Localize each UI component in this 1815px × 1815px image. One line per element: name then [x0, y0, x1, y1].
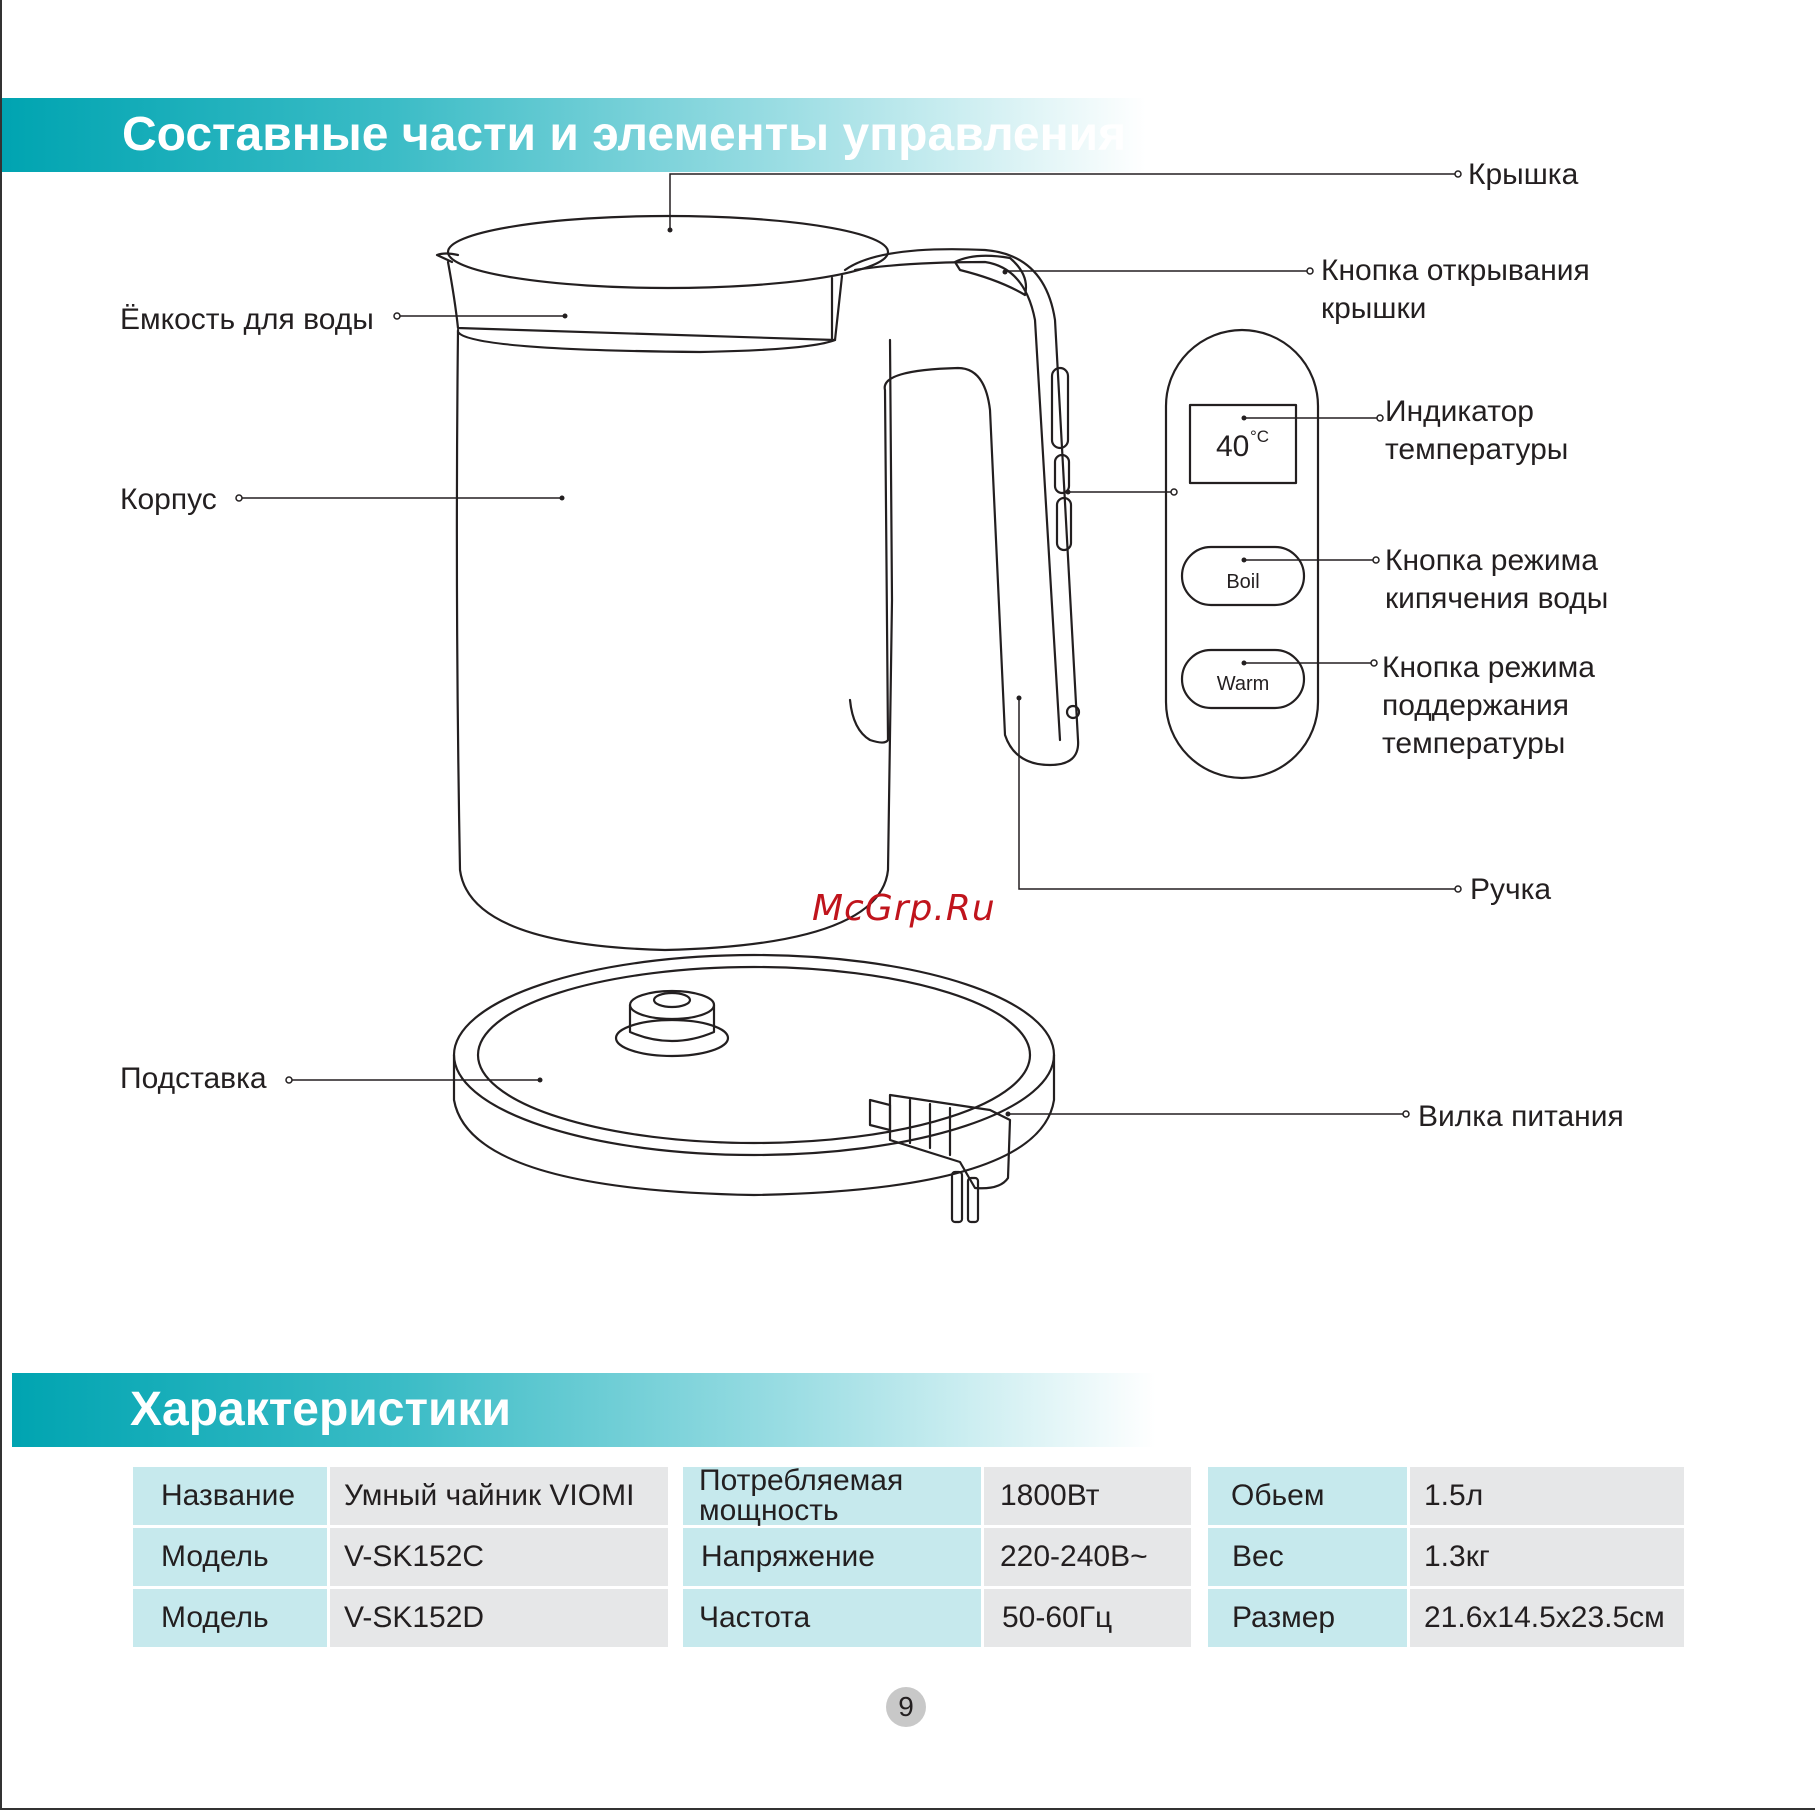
- label-handle: Ручка: [1470, 873, 1551, 906]
- label-warm-button-2: поддержания: [1382, 689, 1569, 722]
- spec-key: Обьем: [1208, 1467, 1407, 1525]
- base-connector: [628, 1003, 716, 1043]
- spec-row: Потребляемая мощность 1800Вт: [683, 1464, 1191, 1527]
- leader-lid: [669, 173, 1455, 230]
- label-lid-button-2: крышки: [1321, 292, 1426, 325]
- handle-screw: [1065, 704, 1081, 720]
- label-base: Подставка: [120, 1062, 267, 1095]
- spec-row: Название Умный чайник VIOMI: [133, 1467, 668, 1525]
- temperature-unit: °C: [1250, 427, 1269, 446]
- page-number: 9: [886, 1687, 926, 1727]
- label-lid-button-1: Кнопка открывания: [1321, 254, 1590, 287]
- label-warm-button-3: температуры: [1382, 727, 1565, 760]
- body-outline: [455, 328, 894, 952]
- spec-key: Потребляемая мощность: [683, 1464, 981, 1527]
- spec-row: Напряжение 220-240В~: [683, 1528, 1191, 1586]
- spec-row: Обьем 1.5л: [1208, 1467, 1684, 1525]
- base-inner-ring: [476, 965, 1032, 1145]
- spout-outline: [435, 252, 460, 264]
- temperature-value: 40: [1216, 430, 1249, 463]
- label-body: Корпус: [120, 483, 217, 516]
- kettle-diagram: 40 °C Boil Warm Крышка Кнопка открывания…: [120, 158, 1624, 1224]
- spec-key-line: мощность: [699, 1494, 839, 1527]
- control-panel-outline: [1164, 328, 1320, 780]
- spec-value: 1.3кг: [1410, 1528, 1684, 1586]
- leader-end-base: [285, 1076, 293, 1084]
- base-side: [452, 1053, 1056, 1197]
- base-top: [452, 953, 1056, 1157]
- label-water-tank: Ёмкость для воды: [120, 303, 374, 336]
- handle-button-lower: [1055, 496, 1073, 552]
- leader-end-lid-button: [1306, 267, 1314, 275]
- handle-inner-line: [853, 260, 1062, 742]
- spec-value: 1.5л: [1410, 1467, 1684, 1525]
- label-lid: Крышка: [1468, 158, 1579, 191]
- spec-value: V-SK152C: [330, 1528, 668, 1586]
- specs-section-banner: Характеристики: [12, 1373, 1312, 1447]
- leader-end-water-tank: [393, 312, 401, 320]
- label-warm-button-1: Кнопка режима: [1382, 651, 1595, 684]
- label-boil-button-2: кипячения воды: [1385, 582, 1608, 615]
- handle-button-middle: [1053, 453, 1071, 495]
- boil-button-outline: [1180, 545, 1306, 607]
- plug-body: [888, 1093, 1012, 1190]
- label-plug: Вилка питания: [1418, 1100, 1624, 1133]
- temperature-display: [1188, 403, 1298, 485]
- leader-end-panel: [1170, 488, 1178, 496]
- watermark: McGrp.Ru: [812, 888, 996, 929]
- parts-section-title: Составные части и элементы управления: [122, 108, 1127, 161]
- spec-row: Вес 1.3кг: [1208, 1528, 1684, 1586]
- leader-end-plug: [1402, 1110, 1410, 1118]
- spec-key: Частота: [683, 1589, 981, 1647]
- spec-key: Размер: [1208, 1589, 1407, 1647]
- spec-key: Название: [133, 1467, 327, 1525]
- spec-row: Частота 50-60Гц: [683, 1589, 1191, 1647]
- base-connector-center: [652, 991, 692, 1009]
- label-boil-button-1: Кнопка режима: [1385, 544, 1598, 577]
- handle-button-upper: [1050, 366, 1070, 450]
- spec-value: 220-240В~: [984, 1528, 1191, 1586]
- lid-outline: [446, 214, 890, 290]
- warm-button-label: Warm: [1217, 673, 1270, 695]
- warm-button-outline: [1180, 648, 1306, 710]
- label-temp-indicator-2: температуры: [1385, 433, 1568, 466]
- spec-value: 21.6x14.5x23.5см: [1410, 1589, 1684, 1647]
- base-connector-top: [628, 989, 716, 1021]
- plug-pin-1: [950, 1170, 964, 1224]
- leader-end-boil: [1372, 556, 1380, 564]
- specs-section-title: Характеристики: [130, 1383, 512, 1436]
- spec-key: Напряжение: [683, 1528, 981, 1586]
- spec-row: Размер 21.6x14.5x23.5см: [1208, 1589, 1684, 1647]
- spec-value: 1800Вт: [984, 1467, 1191, 1525]
- leader-end-handle: [1454, 885, 1462, 893]
- spec-value: 50-60Гц: [984, 1589, 1191, 1647]
- parts-section-banner: Составные части и элементы управления: [2, 98, 1302, 172]
- lid-open-button-outline: [953, 254, 1028, 297]
- spec-key: Модель: [133, 1589, 327, 1647]
- leader-end-temp: [1376, 414, 1384, 422]
- spec-key: Вес: [1208, 1528, 1407, 1586]
- spec-value: V-SK152D: [330, 1589, 668, 1647]
- leader-end-body: [235, 494, 243, 502]
- body-top-band: [456, 330, 837, 354]
- spec-row: Модель V-SK152D: [133, 1589, 668, 1647]
- spec-row: Модель V-SK152C: [133, 1528, 668, 1586]
- plug-pin-2: [966, 1176, 980, 1224]
- spec-value: Умный чайник VIOMI: [330, 1467, 668, 1525]
- leader-end-lid: [1454, 170, 1462, 178]
- leader-lid-button: [1004, 270, 1308, 272]
- water-tank-outline: [446, 260, 844, 342]
- leader-handle: [1018, 698, 1455, 890]
- leader-end-warm: [1370, 659, 1378, 667]
- label-temp-indicator-1: Индикатор: [1385, 395, 1534, 428]
- spec-key: Модель: [133, 1528, 327, 1586]
- boil-button-label: Boil: [1226, 571, 1259, 593]
- spec-key-line: Потребляемая: [699, 1464, 904, 1497]
- handle-outline: [843, 248, 1080, 767]
